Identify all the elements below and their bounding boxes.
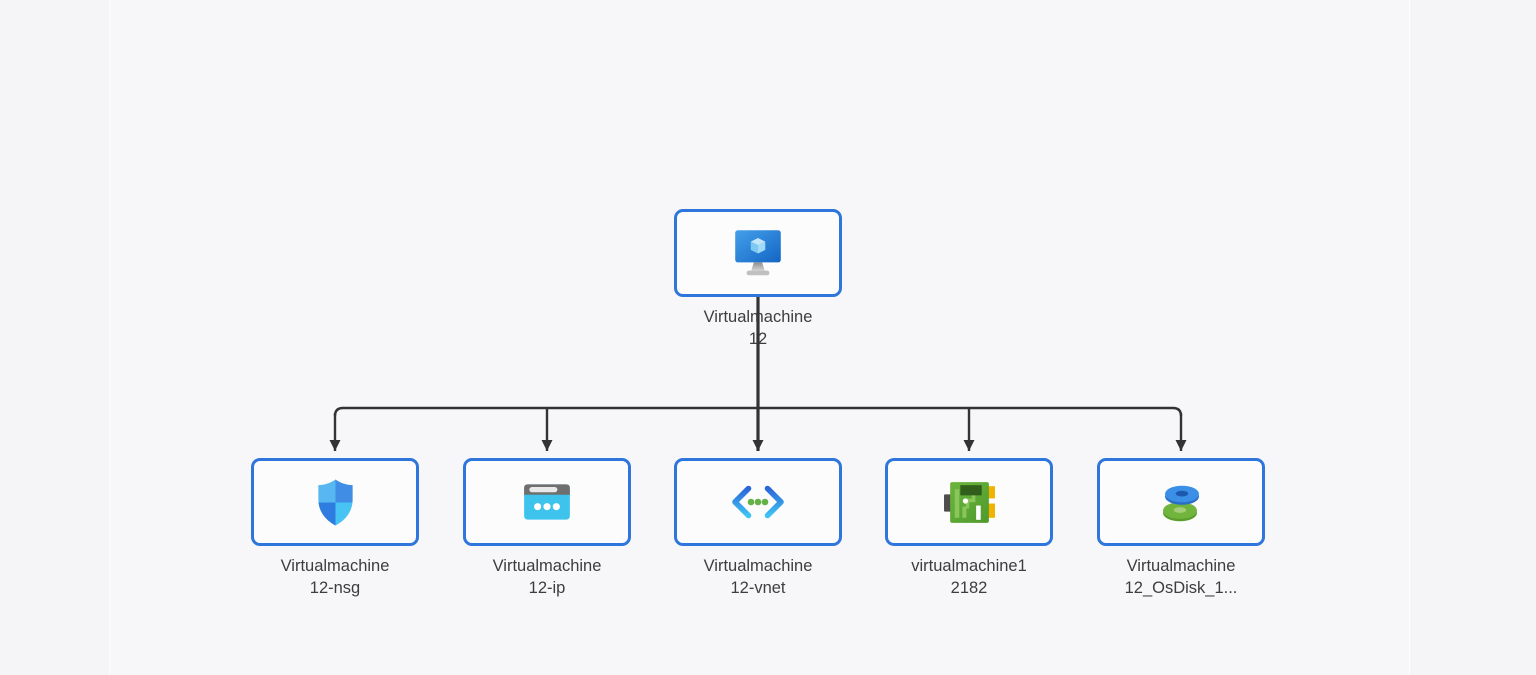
node-label-line2: 12-nsg bbox=[309, 579, 361, 597]
node-network-security-group[interactable]: Virtualmachine 12-nsg bbox=[251, 458, 419, 597]
network-security-group-icon bbox=[317, 478, 353, 526]
node-virtual-network[interactable]: Virtualmachine 12-vnet bbox=[674, 458, 842, 597]
node-box[interactable] bbox=[251, 458, 419, 546]
node-box[interactable] bbox=[674, 209, 842, 297]
node-label-line1: Virtualmachine bbox=[703, 557, 813, 575]
node-label-line1: Virtualmachine bbox=[703, 308, 813, 326]
node-public-ip-address[interactable]: Virtualmachine 12-ip bbox=[463, 458, 631, 597]
virtual-network-icon bbox=[732, 485, 784, 519]
node-label: virtualmachine1 2182 bbox=[854, 555, 1084, 599]
node-label: Virtualmachine 12_OsDisk_1... bbox=[1066, 555, 1296, 599]
node-label: Virtualmachine 12-vnet bbox=[643, 555, 873, 599]
node-virtual-machine[interactable]: Virtualmachine 12 bbox=[674, 209, 842, 348]
node-label: Virtualmachine 12-ip bbox=[432, 555, 662, 599]
node-label: Virtualmachine 12 bbox=[643, 306, 873, 350]
node-box[interactable] bbox=[463, 458, 631, 546]
node-box[interactable] bbox=[1097, 458, 1265, 546]
node-label-line1: Virtualmachine bbox=[492, 557, 602, 575]
node-label-line1: virtualmachine1 bbox=[911, 557, 1027, 575]
node-label-line2: 2182 bbox=[950, 579, 988, 597]
virtual-machine-icon bbox=[735, 230, 781, 276]
node-os-disk[interactable]: Virtualmachine 12_OsDisk_1... bbox=[1097, 458, 1265, 597]
node-box[interactable] bbox=[885, 458, 1053, 546]
node-box[interactable] bbox=[674, 458, 842, 546]
connector-bus bbox=[333, 406, 1183, 417]
public-ip-address-icon bbox=[524, 484, 570, 520]
canvas-right-margin bbox=[1409, 0, 1536, 675]
node-label-line1: Virtualmachine bbox=[1126, 557, 1236, 575]
node-label-line2: 12-ip bbox=[528, 579, 566, 597]
network-interface-icon bbox=[943, 481, 995, 523]
node-label-line1: Virtualmachine bbox=[280, 557, 390, 575]
node-label: Virtualmachine 12-nsg bbox=[220, 555, 450, 599]
disk-icon bbox=[1163, 485, 1199, 522]
canvas-left-margin bbox=[0, 0, 110, 675]
node-label-line2: 12_OsDisk_1... bbox=[1124, 579, 1238, 597]
node-label-line2: 12 bbox=[748, 330, 768, 348]
node-network-interface[interactable]: virtualmachine1 2182 bbox=[885, 458, 1053, 597]
node-label-line2: 12-vnet bbox=[730, 579, 786, 597]
